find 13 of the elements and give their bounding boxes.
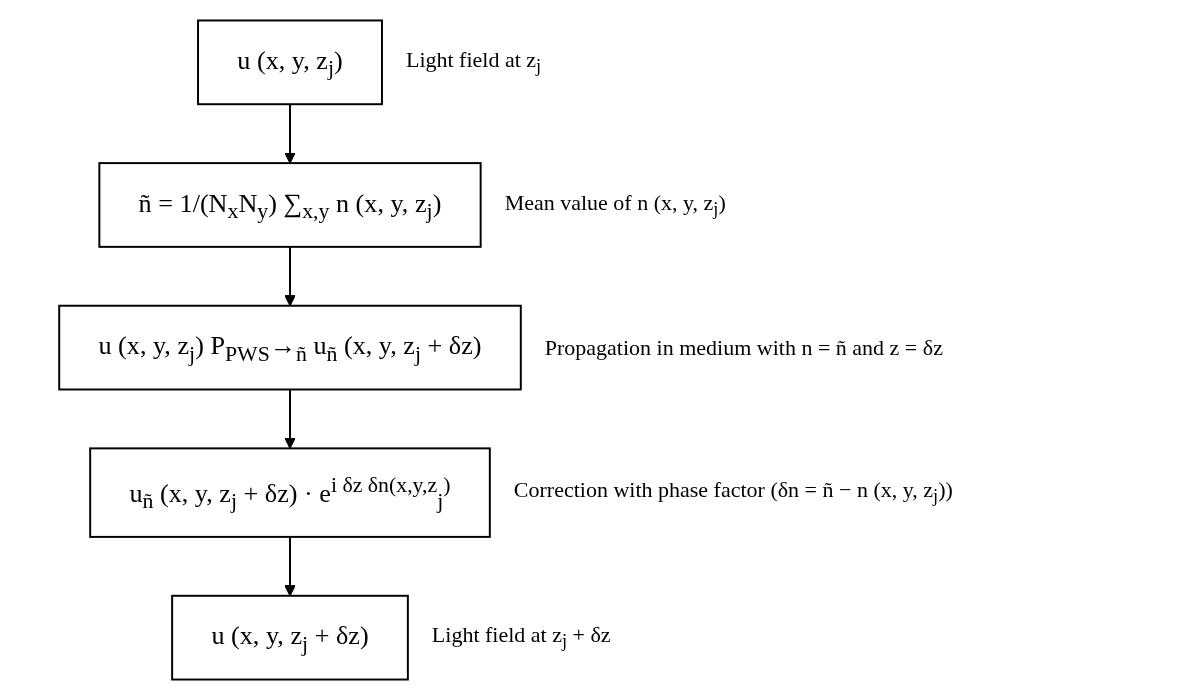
node-caption: Light field at z$_{j}$ + δz	[431, 622, 611, 653]
arrow	[284, 535, 296, 597]
node-caption: Light field at z$_{j}$	[405, 47, 542, 78]
arrow	[284, 245, 296, 307]
node-box: u (x, y, z$_{j}$)	[197, 19, 383, 106]
node-caption: Mean value of n (x, y, z$_{j}$)	[504, 189, 726, 221]
arrow	[284, 103, 296, 164]
node-caption: Correction with phase factor (δn = ñ − n (x, y, z$_{j}$))	[513, 477, 953, 508]
node-box: u (x, y, z$_{j}$ + δz)	[171, 594, 409, 681]
arrow	[284, 388, 296, 449]
node-caption: Propagation in medium with n = ñ and z = δz	[544, 334, 943, 361]
node-box: ñ = 1/(N$_{x}$N$_{y}$) ∑$_{x,y}$ n (x, y, z$_{j}$)	[98, 162, 482, 248]
node-box: u (x, y, z$_{j}$) P$_{PWS}$→$_{ñ}$ u$_{ñ}$ (x, y, z$_{j}$ + δz)	[58, 304, 522, 391]
